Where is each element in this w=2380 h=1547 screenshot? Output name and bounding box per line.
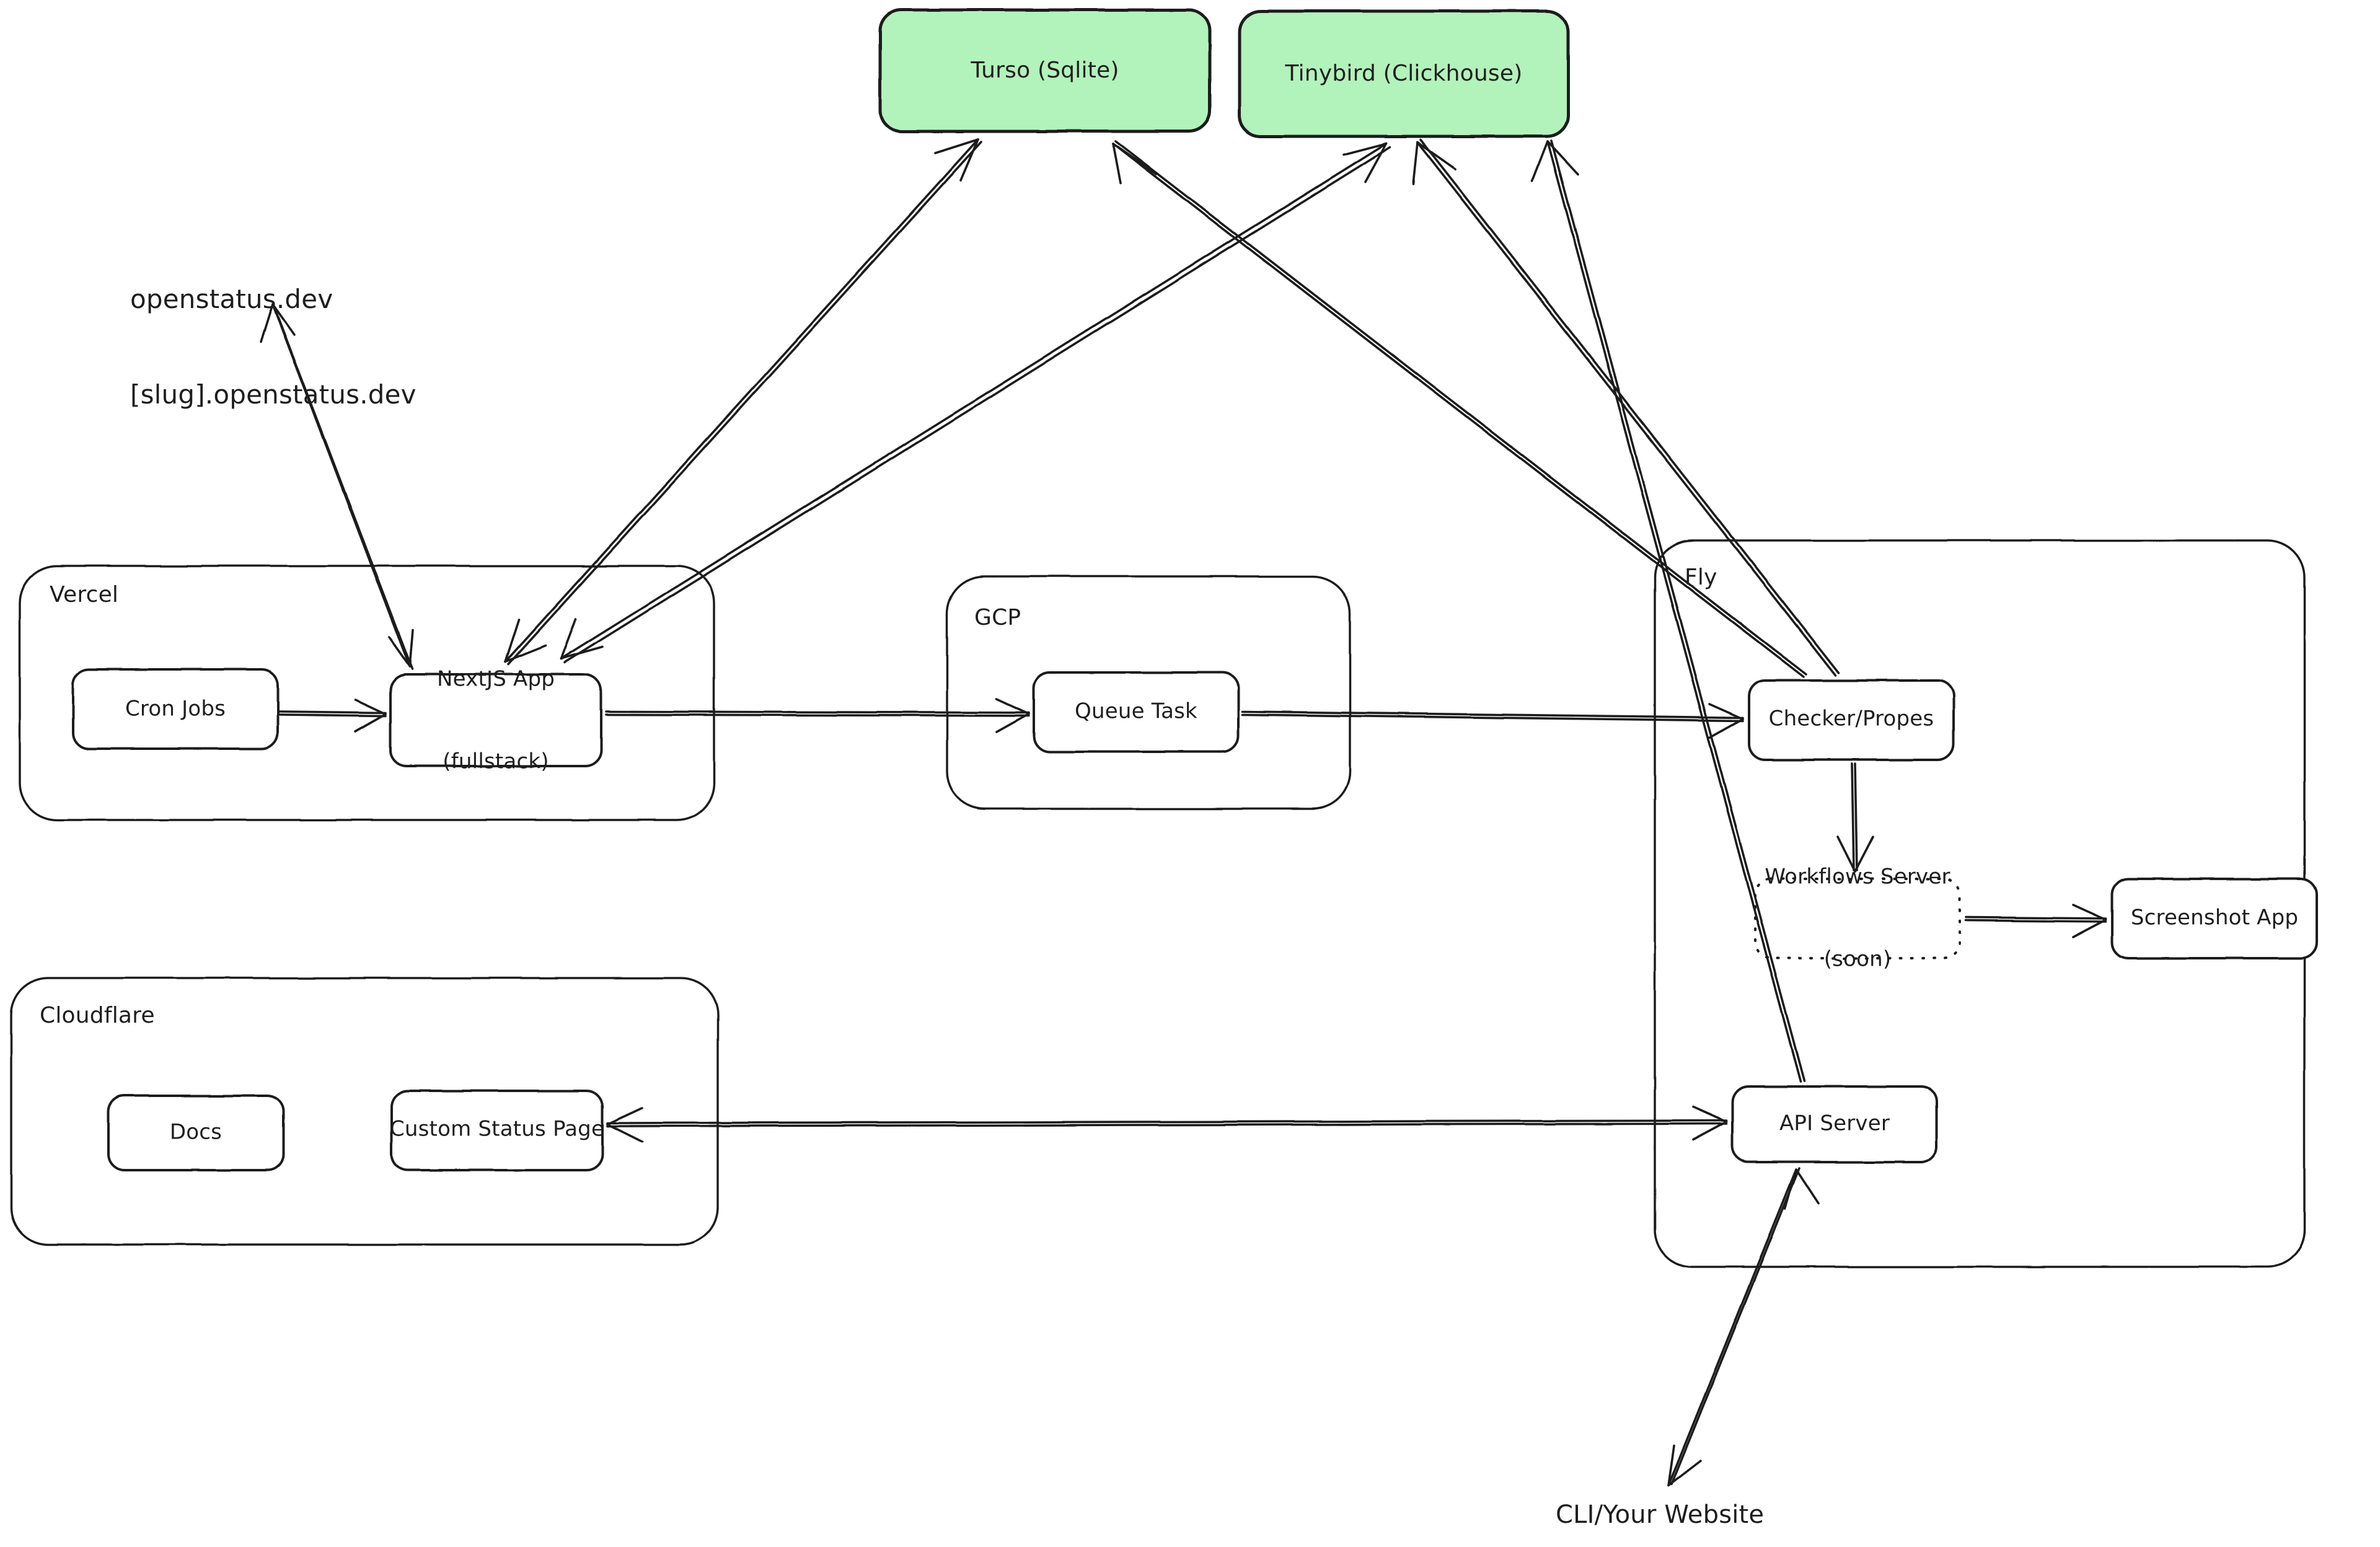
edge-workflows-server-screenshot-app [1965,904,2107,938]
node-nextjs-app[interactable] [389,673,602,767]
edge-checker-probes-tinybird [1412,139,1840,677]
edge-api-server-custom-status-page [606,1106,1728,1143]
edge-cron-jobs-nextjs-app [279,699,387,733]
node-screenshot-app[interactable] [2111,878,2318,959]
node-custom-status-page[interactable] [390,1090,604,1171]
edge-api-server-cli-client [1667,1167,1820,1487]
node-checker-probes[interactable] [1748,679,1955,761]
datastore-turso[interactable] [878,8,1212,133]
edge-api-server-tinybird [1531,139,1805,1083]
node-workflows-server[interactable] [1754,878,1961,959]
edge-nextjs-app-tinybird [560,143,1391,664]
edge-checker-probes-turso [1112,140,1807,678]
node-api-server[interactable] [1731,1085,1938,1163]
group-cloudflare[interactable] [10,977,719,1246]
edge-domains-nextjs-app [260,303,414,670]
edge-checker-probes-workflows-server [1836,762,1874,873]
edge-nextjs-app-turso [504,138,982,666]
node-cron-jobs[interactable] [72,668,279,750]
node-docs[interactable] [107,1095,284,1171]
edge-queue-task-checker-probes [1241,703,1744,739]
datastore-tinybird[interactable] [1238,9,1570,138]
node-queue-task[interactable] [1033,671,1240,753]
edge-nextjs-app-queue-task [605,698,1030,733]
